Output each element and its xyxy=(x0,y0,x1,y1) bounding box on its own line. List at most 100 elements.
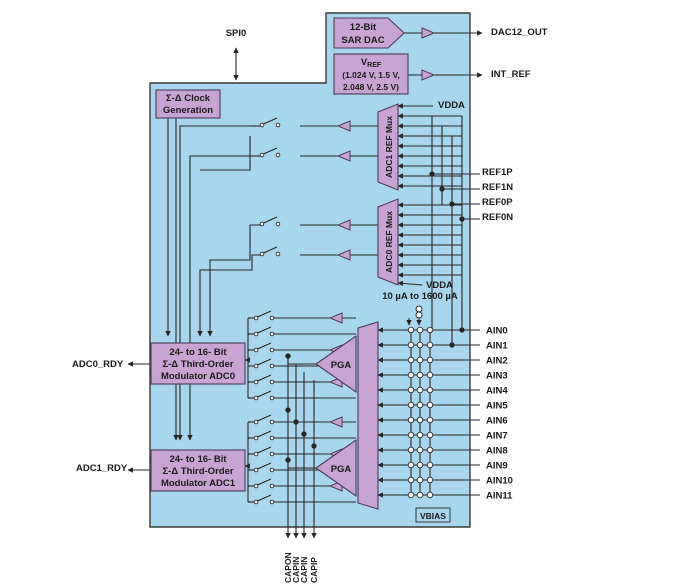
ain-pin-label: AIN8 xyxy=(486,446,508,457)
ain-crossbar-node xyxy=(407,401,415,409)
ain-crossbar-node xyxy=(416,416,424,424)
vbias-label: VBIAS xyxy=(420,511,446,521)
pga0-amplifier xyxy=(315,334,357,394)
ain-crossbar-node xyxy=(416,401,424,409)
cap-node xyxy=(311,443,317,449)
ain-crossbar-node xyxy=(426,431,434,439)
ain-crossbar-node xyxy=(426,416,434,424)
pga0-node xyxy=(285,353,291,359)
clock-label-line1: Σ-Δ Clock xyxy=(166,93,211,104)
adc1-modulator-block xyxy=(150,449,246,492)
vref-block xyxy=(333,53,409,95)
adc1-ref-switch xyxy=(259,147,281,158)
analog-switches xyxy=(253,117,281,505)
adc0-label-line3: Modulator ADC0 xyxy=(161,371,235,382)
adc0-label-line1: 24- to 16- Bit xyxy=(169,347,227,358)
ain-crossbar-node xyxy=(407,476,415,484)
adc0-label-line2: Σ-Δ Third-Order xyxy=(162,359,233,370)
ain-pin-label: AIN5 xyxy=(486,401,508,412)
input-mux xyxy=(357,321,379,510)
dac-output-buffer xyxy=(421,27,436,39)
excitation-current-source xyxy=(415,305,423,319)
ain-crossbar-node xyxy=(416,476,424,484)
input-buffer xyxy=(328,312,343,324)
ref0p-label: REF0P xyxy=(482,197,513,208)
ain-crossbar-node xyxy=(426,401,434,409)
ain-pin-label: AIN4 xyxy=(486,386,508,397)
int-ref-label: INT_REF xyxy=(491,69,531,80)
ain-crossbar-node xyxy=(407,386,415,394)
ain-crossbar-node xyxy=(416,431,424,439)
vref-label-line3: 2.048 V, 2.5 V) xyxy=(343,82,399,92)
ain-crossbar-node xyxy=(407,431,415,439)
ain-pin-label: AIN0 xyxy=(486,326,508,337)
ain-pin-label: AIN6 xyxy=(486,416,508,427)
ain-crossbar-node xyxy=(416,341,424,349)
cap-node xyxy=(293,419,299,425)
adc1-ref-mux xyxy=(377,103,399,191)
pga1-node xyxy=(285,457,291,463)
cap-node xyxy=(285,407,291,413)
input-switch xyxy=(253,374,275,385)
input-switch xyxy=(253,446,275,457)
ain-crossbar-node xyxy=(407,356,415,364)
adc1-ref-mux-label: ADC1 REF Mux xyxy=(384,116,394,178)
adc1-label-line2: Σ-Δ Third-Order xyxy=(162,466,233,477)
adc1-ref-switch xyxy=(259,117,281,128)
int-ref-buffer xyxy=(421,69,436,81)
input-switch xyxy=(253,342,275,353)
adc0-ref-switch xyxy=(259,246,281,257)
adc1-label-line3: Modulator ADC1 xyxy=(161,478,236,489)
ain-crossbar-node xyxy=(407,326,415,334)
ain-crossbar-node xyxy=(416,386,424,394)
ain-pin-label: AIN2 xyxy=(486,356,508,367)
vref-label-line2: (1.024 V, 1.5 V, xyxy=(342,70,400,80)
sar-dac-block xyxy=(333,17,405,49)
ref0n-label: REF0N xyxy=(482,212,513,223)
vdda-top-label: VDDA xyxy=(438,100,465,111)
ain-crossbar-node xyxy=(416,491,424,499)
ref1p-label: REF1P xyxy=(482,167,513,178)
input-buffer xyxy=(328,416,343,428)
adc0-ref-mux xyxy=(377,198,399,286)
ain-pin-labels: AIN0AIN1AIN2AIN3AIN4AIN5AIN6AIN7AIN8AIN9… xyxy=(486,326,513,502)
input-switch xyxy=(253,462,275,473)
vdda-bottom-label: VDDA xyxy=(426,280,453,291)
ain-crossbar-node xyxy=(416,371,424,379)
adc1-ref-return xyxy=(200,136,251,171)
ain-pin-label: AIN11 xyxy=(486,491,513,502)
ref-node xyxy=(449,201,455,207)
adc0-ref-drop-a xyxy=(207,224,262,337)
input-switch xyxy=(253,310,275,321)
adc0-modulator-block xyxy=(150,342,246,385)
ain-crossbar-node xyxy=(426,491,434,499)
ain-crossbar-node xyxy=(407,461,415,469)
dac12-out-label: DAC12_OUT xyxy=(491,27,548,38)
ain-crossbar-node xyxy=(426,461,434,469)
junction-nodes xyxy=(285,171,465,499)
adc1-rdy-label: ADC1_RDY xyxy=(76,463,128,474)
ain-crossbar-node xyxy=(407,371,415,379)
pga0-label: PGA xyxy=(331,360,352,371)
adc0-ref-drop-b xyxy=(197,254,262,337)
input-switch xyxy=(253,390,275,401)
ain1-ref-node xyxy=(449,342,455,348)
ain-crossbar-node xyxy=(426,356,434,364)
ain-crossbar-node xyxy=(426,476,434,484)
ain0-ref-node xyxy=(459,327,465,333)
adc0-rdy-label: ADC0_RDY xyxy=(72,359,124,370)
vref-label-line1: VREF xyxy=(361,57,382,69)
ain-crossbar-node xyxy=(407,416,415,424)
dac-label-line1: 12-Bit xyxy=(350,22,377,33)
adc0-ref-buffer xyxy=(336,249,351,261)
cap-node xyxy=(301,431,307,437)
ain-pin-label: AIN1 xyxy=(486,341,508,352)
adc1-label-line1: 24- to 16- Bit xyxy=(169,454,227,465)
ain-crossbar-node xyxy=(407,491,415,499)
ref-node xyxy=(429,171,435,177)
ain-pin-label: AIN10 xyxy=(486,476,513,487)
ain-crossbar-node xyxy=(426,371,434,379)
adc1-ref-buffer xyxy=(336,120,351,132)
ain-crossbar-node xyxy=(426,326,434,334)
